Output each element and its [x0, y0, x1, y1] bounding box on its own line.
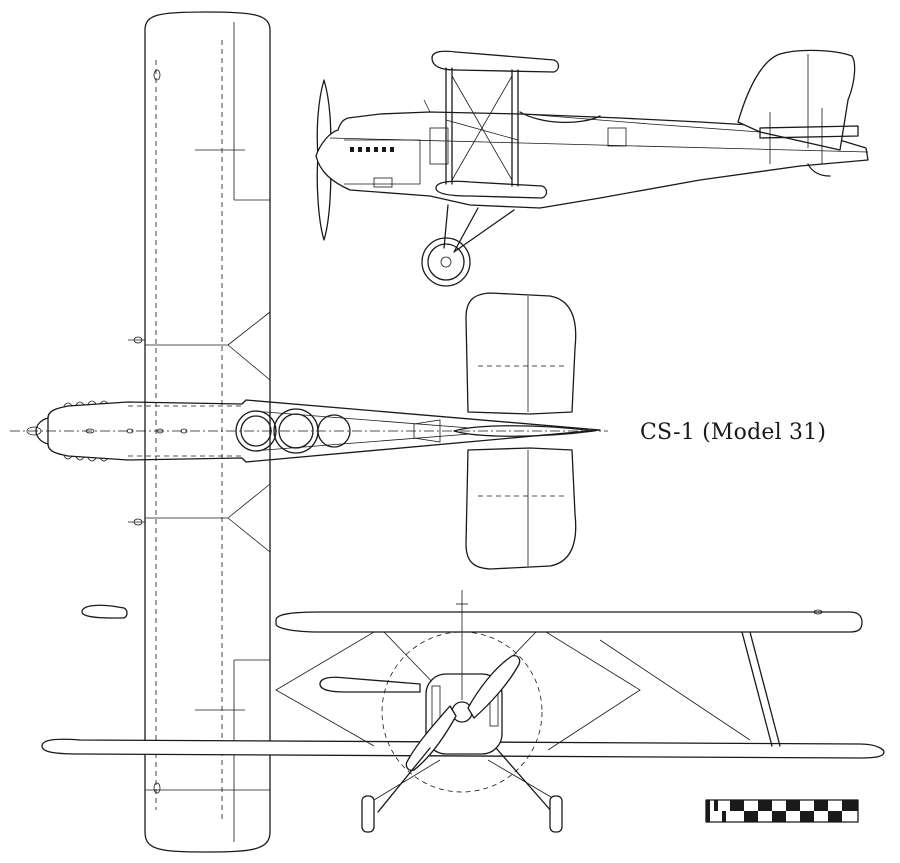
front-landing-gear — [361, 747, 563, 833]
front-view — [41, 590, 885, 833]
front-upper-wing — [275, 609, 863, 633]
plan-view — [10, 11, 608, 853]
aircraft-designation-caption: CS-1 (Model 31) — [640, 420, 827, 445]
side-tail — [737, 49, 859, 177]
plan-wing-roots — [128, 311, 271, 553]
plan-fuselage — [10, 399, 608, 463]
side-wings — [431, 50, 560, 199]
exhaust-stubs — [350, 147, 394, 152]
engine-cylinders — [63, 400, 109, 462]
plan-horizontal-tail — [453, 292, 595, 570]
side-view — [315, 49, 869, 287]
side-landing-gear — [421, 204, 515, 287]
scale-bar — [705, 799, 859, 823]
front-struts — [275, 631, 781, 751]
propeller-front — [405, 654, 521, 772]
